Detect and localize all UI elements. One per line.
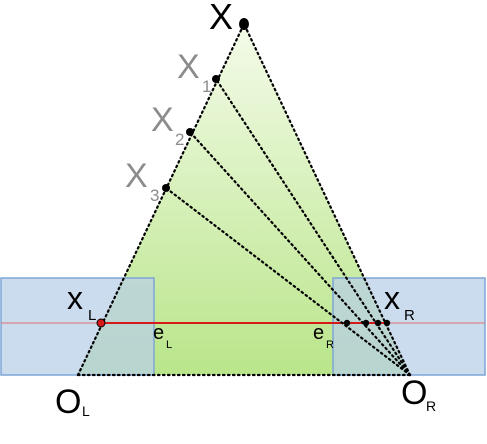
- label-OR: O: [401, 374, 427, 412]
- label-X3-sub: 3: [150, 186, 159, 205]
- label-X1: X: [177, 48, 200, 86]
- label-xL-sub: L: [88, 307, 96, 324]
- label-eL-sub: L: [166, 339, 172, 351]
- point-xR: [383, 319, 391, 327]
- label-OL: O: [55, 383, 81, 421]
- label-X2-sub: 2: [175, 130, 184, 149]
- label-xR: x: [384, 280, 400, 316]
- point-X2: [186, 128, 194, 136]
- label-OL-sub: L: [82, 403, 90, 419]
- point-xL: [96, 318, 106, 328]
- point-X3: [162, 184, 170, 192]
- right-image-plane: [332, 277, 486, 376]
- epipolar-plane: [78, 24, 410, 375]
- point-X1: [212, 75, 220, 83]
- label-X3: X: [125, 157, 148, 195]
- label-X1-sub: 1: [202, 77, 211, 96]
- point-eR-line-1: [343, 319, 351, 327]
- label-eR: e: [313, 322, 324, 344]
- point-eR-line-3: [374, 319, 382, 327]
- ray-left-to-x: [76, 22, 246, 377]
- label-X: X: [209, 0, 233, 37]
- label-xL: x: [67, 280, 83, 316]
- label-eL: e: [153, 322, 164, 344]
- point-eR-line-2: [362, 319, 370, 327]
- label-X2: X: [151, 101, 174, 139]
- ray-right-to-x3: [164, 186, 412, 377]
- label-eR-sub: R: [326, 339, 334, 351]
- label-xR-sub: R: [404, 307, 415, 324]
- ray-right-to-x2: [188, 130, 412, 377]
- label-OR-sub: R: [426, 398, 436, 414]
- ray-right-to-x: [242, 22, 412, 377]
- point-X: [239, 18, 249, 30]
